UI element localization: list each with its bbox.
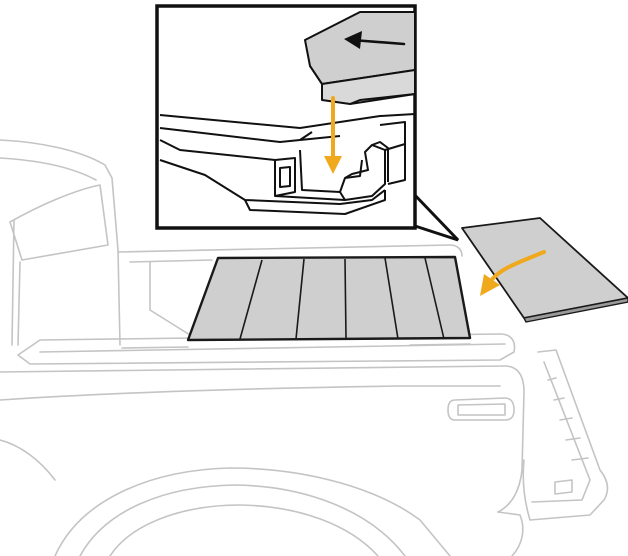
- bumper: [497, 511, 524, 556]
- tailgate-rib-3: [559, 417, 573, 421]
- inset-rail-far-top: [379, 121, 406, 144]
- wheel-arch-outer: [54, 467, 451, 556]
- inset-pointer: [408, 188, 460, 242]
- inset-hook-inner: [371, 141, 389, 182]
- tailgate-rib-2: [553, 397, 565, 401]
- cover-panel-set: [186, 255, 472, 342]
- installed-cover-panels: [186, 255, 472, 342]
- rear-window: [9, 184, 109, 261]
- inset-hook: [339, 144, 386, 201]
- inset-panel-bottom: [349, 93, 416, 105]
- down-arrow-icon: [324, 96, 342, 174]
- wheel-arch-inner: [109, 504, 379, 556]
- panel-seam-3: [344, 258, 347, 340]
- bed-inner-wall: [149, 261, 191, 336]
- tailgate-rib-4: [565, 437, 581, 441]
- panel-seam-2: [295, 258, 305, 340]
- inset-rail-bottom-face: [244, 190, 386, 215]
- tailgate-outer: [522, 349, 609, 521]
- panel-seam-4: [384, 257, 399, 340]
- inset-groove: [299, 131, 313, 141]
- inset-channel: [299, 149, 363, 193]
- bed-side-rail: [17, 333, 516, 365]
- rail-slot-1: [121, 346, 189, 349]
- tail-light-inner: [457, 403, 506, 416]
- panel-seam-5: [424, 257, 445, 340]
- cab-roof-inner: [0, 157, 97, 181]
- loose-panel-edge: [523, 297, 628, 323]
- tailgate-latch: [554, 479, 573, 495]
- body-crease: [0, 385, 501, 401]
- tailgate-inner: [531, 361, 591, 503]
- cab-pillar-2: [17, 261, 21, 346]
- truck-outline: [0, 139, 609, 556]
- inset-rail-slot-inner: [279, 166, 291, 188]
- tail-light: [447, 397, 515, 421]
- left-arrow-icon: [344, 31, 406, 49]
- panel-seam-1: [239, 259, 263, 340]
- inset-rail-slot: [274, 157, 296, 197]
- rail-slot-2: [409, 343, 471, 346]
- inset-rail-lower: [159, 159, 386, 205]
- cab-roof: [0, 139, 121, 346]
- loose-cover-panel: [461, 217, 628, 323]
- curved-arrow-icon: [480, 250, 546, 296]
- body-lower: [0, 439, 56, 481]
- cab-pillar: [11, 219, 15, 346]
- detail-inset: [155, 4, 460, 242]
- wheel-arch-mid: [79, 484, 406, 556]
- inset-rail-far: [384, 143, 406, 185]
- tailgate-rib-1: [547, 377, 557, 381]
- bed-front-rail-inner: [129, 259, 213, 263]
- loose-panel-top: [461, 217, 628, 319]
- inset-rail-top-2: [159, 127, 341, 143]
- bed-front-rail: [117, 244, 463, 257]
- inset-rail-top: [159, 113, 416, 129]
- tailgate-rib-5: [571, 457, 589, 461]
- body-side: [0, 365, 525, 513]
